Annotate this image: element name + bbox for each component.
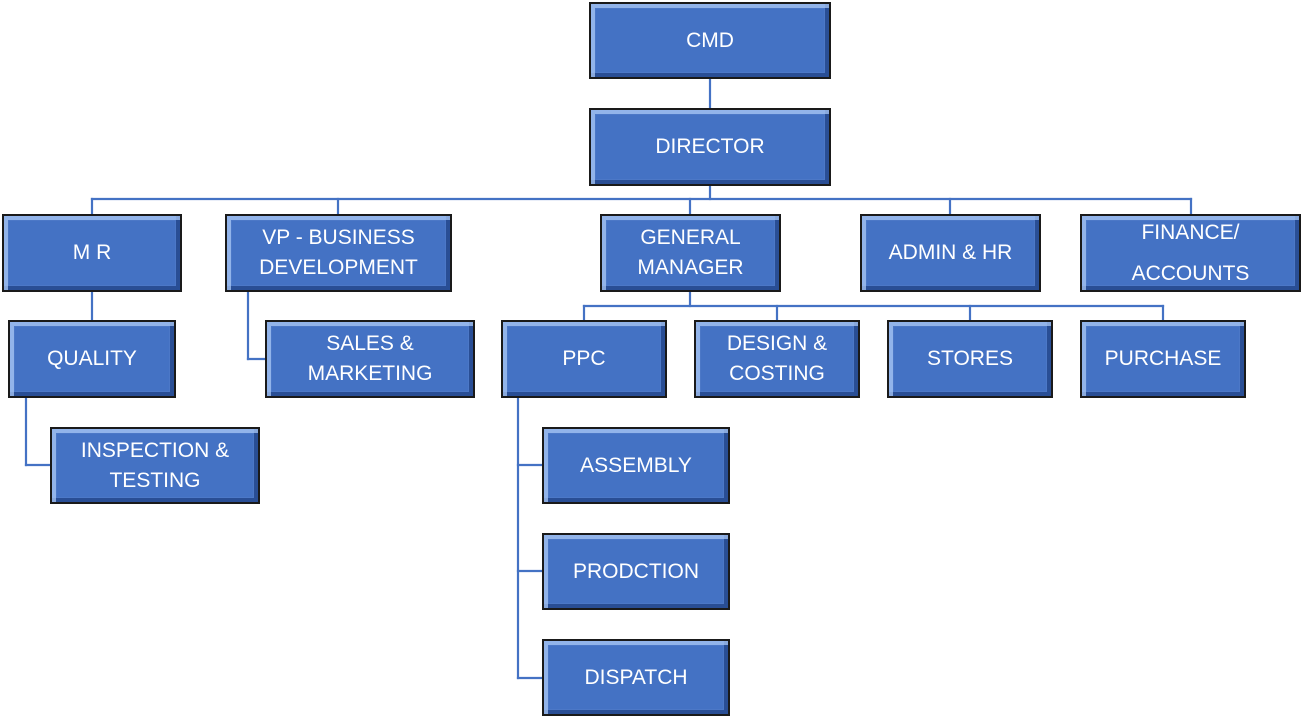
node-assembly: ASSEMBLY bbox=[542, 427, 730, 504]
node-cmd: CMD bbox=[589, 2, 831, 79]
node-general-manager-label: GENERAL MANAGER bbox=[637, 226, 744, 279]
node-director: DIRECTOR bbox=[589, 108, 831, 186]
node-sales-marketing-label: SALES & MARKETING bbox=[307, 332, 433, 385]
node-director-label: DIRECTOR bbox=[655, 135, 765, 158]
node-vp-business-development-label: VP - BUSINESS DEVELOPMENT bbox=[259, 226, 418, 279]
node-inspection-testing-label: INSPECTION & TESTING bbox=[80, 438, 230, 492]
node-purchase: PURCHASE bbox=[1080, 320, 1246, 398]
node-quality: QUALITY bbox=[8, 320, 176, 398]
node-production: PRODCTION bbox=[542, 533, 730, 610]
node-vp-business-development: VP - BUSINESS DEVELOPMENT bbox=[225, 214, 452, 292]
node-purchase-label: PURCHASE bbox=[1104, 347, 1222, 370]
node-cmd-label: CMD bbox=[686, 28, 734, 52]
node-mr: M R bbox=[2, 214, 182, 292]
node-ppc-label: PPC bbox=[562, 347, 606, 370]
node-ppc: PPC bbox=[501, 320, 667, 398]
node-dispatch-label: DISPATCH bbox=[584, 665, 688, 689]
node-admin-hr-label: ADMIN & HR bbox=[888, 241, 1013, 264]
node-assembly-label: ASSEMBLY bbox=[580, 453, 692, 477]
node-general-manager: GENERAL MANAGER bbox=[600, 214, 781, 292]
node-finance-accounts-label: FINANCE/ ACCOUNTS bbox=[1131, 221, 1250, 285]
node-design-costing-label: DESIGN & COSTING bbox=[726, 332, 828, 385]
node-finance-accounts: FINANCE/ ACCOUNTS bbox=[1080, 214, 1301, 292]
node-admin-hr: ADMIN & HR bbox=[860, 214, 1041, 292]
node-stores-label: STORES bbox=[927, 347, 1013, 370]
node-stores: STORES bbox=[887, 320, 1053, 398]
node-production-label: PRODCTION bbox=[573, 559, 699, 583]
node-sales-marketing: SALES & MARKETING bbox=[265, 320, 475, 398]
node-design-costing: DESIGN & COSTING bbox=[694, 320, 860, 398]
node-mr-label: M R bbox=[72, 241, 112, 264]
node-quality-label: QUALITY bbox=[47, 347, 137, 370]
node-dispatch: DISPATCH bbox=[542, 639, 730, 716]
node-inspection-testing: INSPECTION & TESTING bbox=[50, 427, 260, 504]
